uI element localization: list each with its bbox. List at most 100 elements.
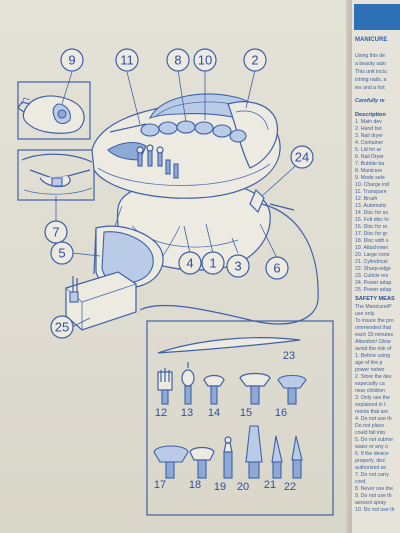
safety-line: authorized se [355,465,387,471]
power-cord [139,203,319,325]
caution-note: Carefully re [355,98,385,104]
safety-line: Do not place [355,423,385,429]
callout-2: 2 [251,53,258,68]
callout-4: 4 [186,256,193,271]
part-item: 9. Mode sele [355,175,385,181]
callout-10: 10 [198,53,212,68]
safety-line: cord. [355,479,367,485]
label-17: 17 [154,479,166,491]
callout-8: 8 [174,53,181,68]
part-item: 2. Hand but [355,126,382,132]
safety-line: each 20 minutes [355,332,394,338]
label-18: 18 [189,479,201,491]
description-title: Description [355,112,386,118]
safety-line: use only. [355,311,376,317]
part-item: 12. Brush [355,196,378,202]
callout-6: 6 [273,261,280,276]
intro-line: ies and a hot [355,85,385,91]
safety-line: 3. Only use the [355,395,390,401]
safety-line: 2. Store the dev [355,374,392,380]
callout-3: 3 [234,259,241,274]
callout-5: 5 [58,246,65,261]
power-adapter-illustration [65,271,137,331]
attachment-17 [153,445,189,479]
attachment-15 [239,372,271,405]
device-diagram: .ln{fill:none;stroke:#3f61a6;stroke-widt… [17,48,334,516]
part-item: 5. Lid for ar [355,147,382,153]
safety-line: especially ca [355,381,385,387]
label-14: 14 [208,407,220,419]
page-spine [346,0,354,533]
safety-line: 4. Do not use th [355,416,392,422]
callout-9: 9 [68,53,75,68]
safety-line: Attention! Obse [355,339,391,345]
part-item: 25. Power adap [355,287,392,293]
safety-line: To insure the pro [355,318,394,324]
part-item: 11. Transpare [355,189,387,195]
part-item: 13. Automatic [355,203,387,209]
section-title: MANICURE [355,37,388,43]
part-item: 4. Container [355,140,384,146]
safety-line: power netwo [355,367,385,373]
safety-line: explained in t [355,402,386,408]
part-item: 15. Felt disc fo [355,217,389,223]
part-item: 20. Large cone [355,252,390,258]
part-item: 24. Power adap [355,280,392,286]
attachment-19 [223,436,233,479]
part-item: 1. Main dev [355,119,382,125]
part-item: 8. Manicure [355,168,383,174]
attachment-16 [277,374,307,405]
attachment-22 [291,435,303,479]
part-item: 10. Charge ind [355,182,390,188]
safety-line: aerosol spray [355,500,387,506]
label-20: 20 [237,481,249,493]
callout-1: 1 [209,256,216,271]
callout-24: 24 [295,150,309,165]
attachment-20-large-cone [245,425,263,479]
safety-line: 9. Do not use th [355,493,392,499]
part-item: 21. Cylindrical [355,259,388,265]
label-19: 19 [214,481,226,493]
attachment-21 [271,435,283,479]
safety-line: near children [355,388,385,394]
tool-pegs [136,144,179,179]
part-item: 17. Disc for gr [355,231,388,237]
safety-line: ommended that [355,325,392,331]
part-item: 18. Disc with s [355,238,389,244]
part-item: 22. Sharp-edge [355,266,391,272]
handpiece-illustration [17,95,85,134]
part-item: 14. Disc for so [355,210,389,216]
part-item: 6. Nail Dryer [355,154,384,160]
label-15: 15 [240,407,252,419]
diagram-callouts: 9 11 8 10 2 24 7 5 6 3 4 [44,48,314,339]
attachment-13 [181,362,195,405]
safety-title: SAFETY MEAS [355,296,395,302]
label-13: 13 [181,407,193,419]
label-16: 16 [275,407,287,419]
label-12: 12 [155,407,167,419]
attachment-14 [203,374,225,405]
label-22: 22 [284,481,296,493]
header-bar [354,4,400,30]
label-23: 23 [283,350,295,362]
intro-line: Using this de [355,53,385,59]
text-page: MANICURE Using this de a beauty salo Thi… [352,0,400,533]
intro-line: This unit inclu [355,69,387,75]
bubble-bath-illustration [21,153,93,195]
callout-7: 7 [52,225,59,240]
part-item: 7. Bubble ba [355,161,385,167]
safety-line: age of the p [355,360,383,366]
attachment-18 [189,446,215,479]
safety-line: 5. Do not subme [355,437,394,443]
attachment-12-brush [157,368,173,405]
part-item: 16. Disc for re [355,224,388,230]
safety-line: ments that are [355,409,389,415]
safety-line: water or any o [355,444,388,450]
diagram-page: .ln{fill:none;stroke:#3f61a6;stroke-widt… [17,48,334,516]
safety-line: 8. Never use the [355,486,394,492]
safety-line: avoid the risk of [355,346,392,352]
safety-line: 10. Do not use th [355,507,395,513]
safety-line: properly, disc [355,458,386,464]
callout-25: 25 [55,320,69,335]
